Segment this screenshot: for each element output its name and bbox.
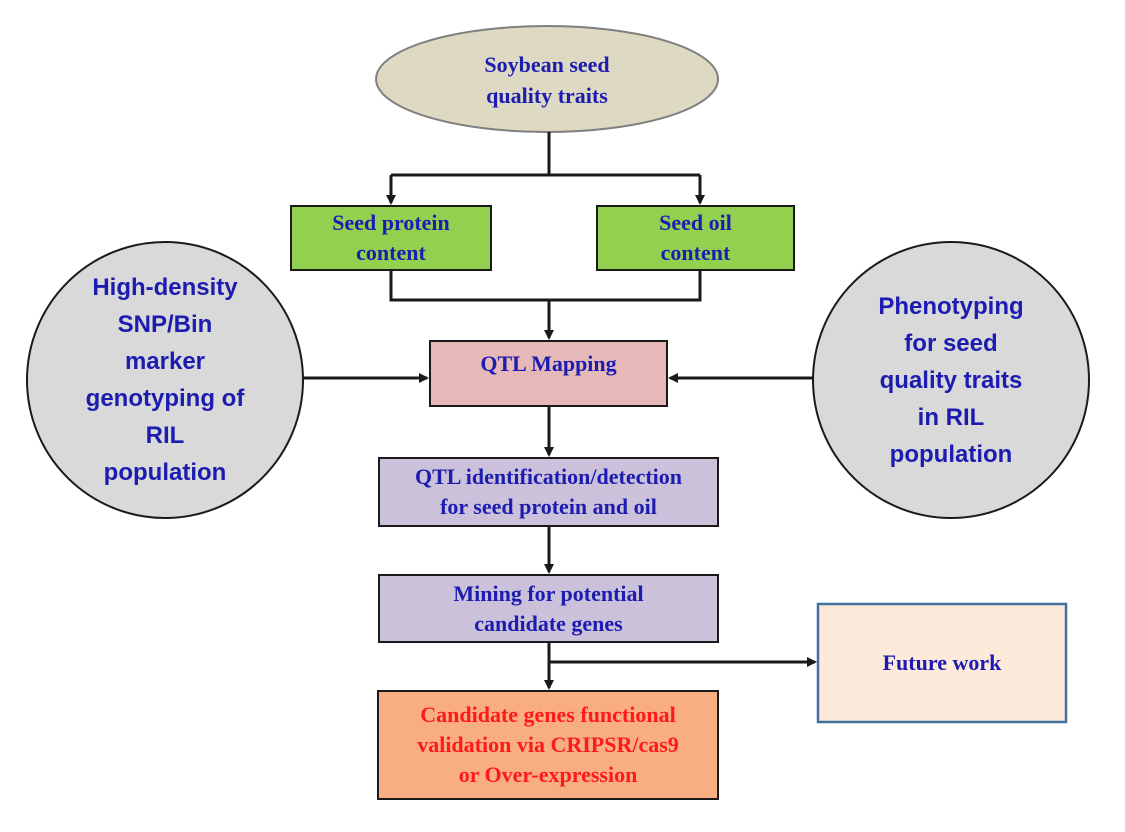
root-ellipse (375, 25, 719, 133)
phenotyping-label: Phenotyping for seed quality traits in R… (878, 292, 1024, 468)
future-work-label: Future work (882, 650, 1002, 675)
mining-label: Mining for potential candidate genes (453, 580, 644, 636)
qtl-mapping-label: QTL Mapping (480, 351, 617, 376)
merge-line (389, 270, 702, 302)
root-label: Soybean seed quality traits (484, 52, 610, 108)
protein-box (290, 205, 492, 271)
validation-box (377, 690, 719, 800)
phenotyping-circle (812, 241, 1090, 519)
qtl-identification-label: QTL identification/detection for seed pr… (414, 464, 683, 519)
genotyping-label: High-density SNP/Bin marker genotyping o… (85, 274, 245, 486)
oil-label: Seed oil content (659, 210, 732, 265)
root-to-branch-line (391, 132, 700, 177)
validation-label: Candidate genes functional validation vi… (417, 702, 679, 787)
protein-label: Seed protein content (332, 210, 450, 265)
future-work-box (816, 602, 1068, 724)
oil-box (596, 205, 795, 271)
genotyping-circle (26, 241, 304, 519)
